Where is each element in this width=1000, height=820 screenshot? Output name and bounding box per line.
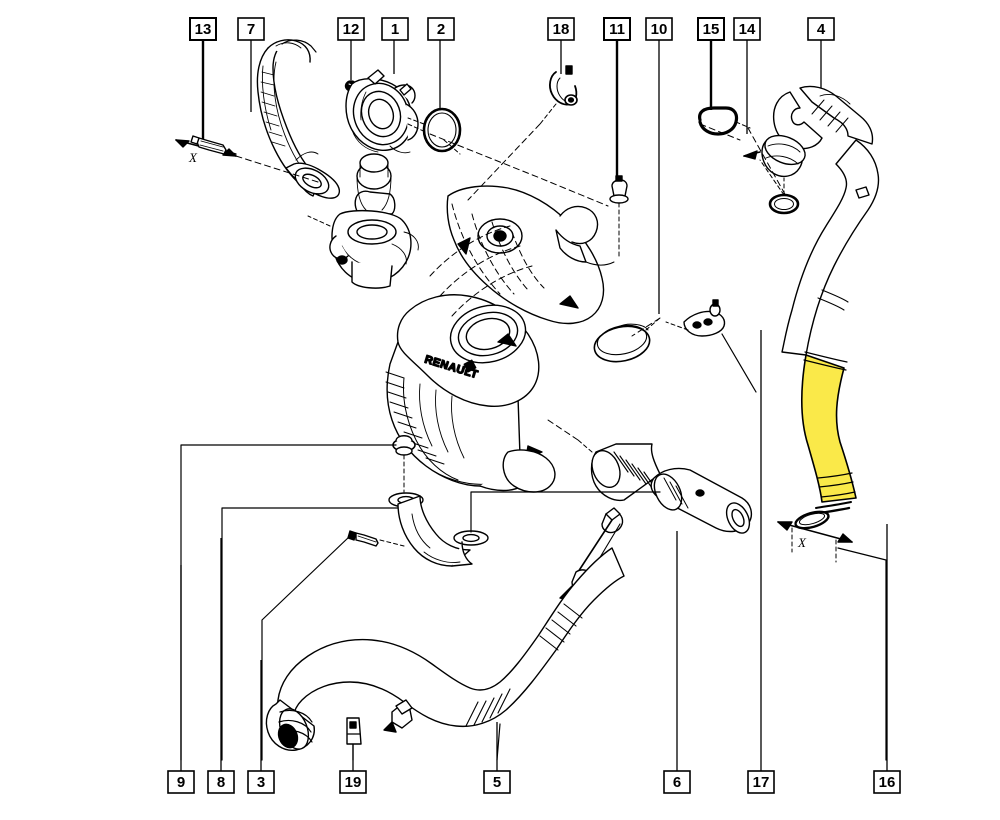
x-dimension-upper-left: X [188, 150, 198, 165]
callout-box-frame [207, 770, 235, 794]
auxiliary-pump-assembly [307, 153, 419, 289]
part-11-mounting-stud [609, 175, 629, 259]
callout-4[interactable]: 4 [807, 17, 835, 41]
callout-5[interactable]: 5 [483, 770, 511, 794]
callout-16[interactable]: 16 [873, 770, 901, 794]
callout-9[interactable]: 9 [167, 770, 195, 794]
callout-number: 12 [343, 21, 360, 38]
callout-box-frame [381, 17, 409, 41]
callout-number: 19 [345, 774, 362, 791]
callout-3[interactable]: 3 [247, 770, 275, 794]
hose-clip-on-lower-hose [383, 699, 413, 733]
callout-box-frame [747, 770, 775, 794]
part-6-intercooler-outlet-pipe [577, 439, 753, 534]
callout-number: 4 [817, 21, 826, 38]
part-18-hose-support-clamp [539, 65, 578, 125]
callout-1[interactable]: 1 [381, 17, 409, 41]
callout-box-frame [247, 770, 275, 794]
engine-cylinder-head-cover: RENAULT [385, 185, 615, 493]
part-4-turbo-outlet-hose [743, 85, 880, 516]
callout-18[interactable]: 18 [547, 17, 575, 41]
callout-13[interactable]: 13 [189, 17, 217, 41]
callout-number: 18 [553, 21, 570, 38]
x-dimension-lower-right: X [797, 535, 807, 550]
callout-box-frame [547, 17, 575, 41]
callout-box-frame [697, 17, 725, 41]
callout-number: 15 [703, 21, 720, 38]
callout-number: 2 [437, 21, 445, 38]
callout-17[interactable]: 17 [747, 770, 775, 794]
callout-number: 5 [493, 774, 501, 791]
callout-8[interactable]: 8 [207, 770, 235, 794]
callout-12[interactable]: 12 [337, 17, 365, 41]
callout-number: 11 [609, 21, 625, 38]
part-1-throttle-body [345, 69, 431, 154]
callout-box-frame [427, 17, 455, 41]
callout-number: 14 [739, 21, 756, 38]
callout-number: 10 [651, 21, 668, 38]
callout-box-frame [873, 770, 901, 794]
dimension-annotations: XX [188, 150, 807, 550]
part-9-bracket-grommet [180, 435, 416, 761]
callout-box-frame [337, 17, 365, 41]
projection-lines [235, 123, 787, 441]
callout-number: 1 [391, 21, 399, 38]
part-16-hose-end-o-ring [777, 510, 887, 761]
callout-box-frame [483, 770, 511, 794]
renault-diamond-logo [463, 359, 477, 373]
callout-2[interactable]: 2 [427, 17, 455, 41]
callout-box-frame [339, 770, 367, 794]
part-14-elbow-connector-o-ring [759, 159, 800, 215]
callout-19[interactable]: 19 [339, 770, 367, 794]
callout-number: 7 [247, 21, 255, 38]
part-2-throttle-body-seal [407, 107, 462, 155]
callout-number: 8 [217, 774, 225, 791]
callout-11[interactable]: 11 [603, 17, 631, 41]
part-15-retaining-clip [698, 106, 751, 136]
callout-box-frame [167, 770, 195, 794]
callout-14[interactable]: 14 [733, 17, 761, 41]
callout-box-frame [189, 17, 217, 41]
callout-number: 3 [257, 774, 265, 791]
callout-6[interactable]: 6 [663, 770, 691, 794]
part-17-pipe-retaining-clip [665, 299, 757, 393]
part-8-hose-support-bracket [221, 491, 661, 761]
part-13-duct-mounting-bolt [175, 135, 237, 157]
callout-15[interactable]: 15 [697, 17, 725, 41]
exploded-assembly-artwork: RENAULT [175, 39, 887, 761]
part-10-pipe-seal-ring [593, 317, 661, 363]
callout-number: 13 [195, 21, 212, 38]
callout-number: 6 [673, 774, 681, 791]
callout-10[interactable]: 10 [645, 17, 673, 41]
callout-number: 9 [177, 774, 185, 791]
callout-box-frame [733, 17, 761, 41]
callout-box-frame [663, 770, 691, 794]
part-3-support-bracket-screw [261, 530, 405, 761]
callout-number: 16 [879, 774, 896, 791]
callout-box-frame [603, 17, 631, 41]
highlighted-hose-section [800, 354, 857, 503]
callout-box-frame [237, 17, 265, 41]
part-19-hose-fastening-clip [346, 717, 362, 761]
callout-box-frame [645, 17, 673, 41]
callout-box-frame [807, 17, 835, 41]
callout-number: 17 [753, 774, 770, 791]
callout-7[interactable]: 7 [237, 17, 265, 41]
callout-leader-lines [180, 36, 888, 771]
